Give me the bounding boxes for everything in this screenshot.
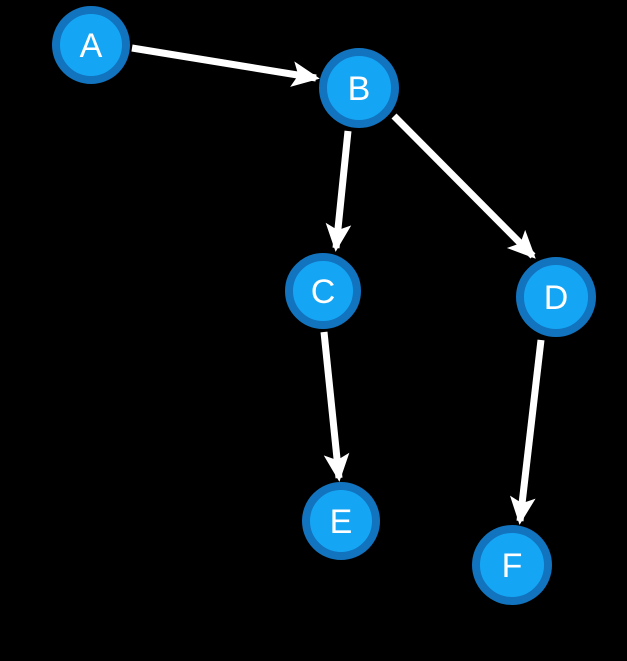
node-circle-d	[516, 257, 596, 337]
graph-edge-c-to-e[interactable]	[320, 331, 350, 482]
graph-node-b[interactable]: B	[319, 48, 399, 128]
graph-node-a[interactable]: A	[52, 6, 130, 84]
node-label-b: B	[348, 70, 371, 108]
node-circle-a	[52, 6, 130, 84]
graph-edge-b-to-c[interactable]	[325, 130, 352, 252]
graph-edge-b-to-d[interactable]	[391, 113, 536, 259]
node-circle-e	[302, 482, 380, 560]
node-label-e: E	[330, 503, 353, 541]
nodes-layer: A B C D E F	[52, 6, 596, 605]
node-circle-c	[285, 253, 361, 329]
node-label-f: F	[502, 547, 523, 585]
graph-node-e[interactable]: E	[302, 482, 380, 560]
graph-node-f[interactable]: F	[472, 525, 552, 605]
graph-node-d[interactable]: D	[516, 257, 596, 337]
graph-edge-d-to-f[interactable]	[509, 339, 545, 525]
node-circle-b	[319, 48, 399, 128]
graph-node-c[interactable]: C	[285, 253, 361, 329]
node-circle-f	[472, 525, 552, 605]
node-label-c: C	[311, 273, 336, 311]
node-label-a: A	[80, 27, 103, 65]
graph-edge-a-to-b[interactable]	[131, 44, 320, 87]
node-label-d: D	[544, 279, 569, 317]
edges-layer	[131, 44, 545, 525]
